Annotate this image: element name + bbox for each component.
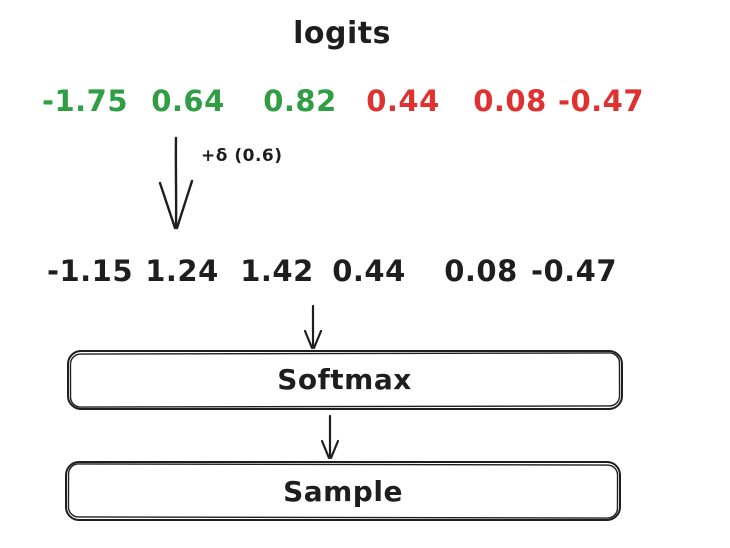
logit-value: 0.82 [263, 84, 337, 118]
logit-value: 0.08 [473, 84, 547, 118]
down-arrow-icon [303, 304, 323, 350]
softmax-box-label: Softmax [277, 362, 412, 396]
sample-box-label: Sample [283, 474, 403, 508]
delta-arrow-label: +δ (0.6) [201, 146, 283, 166]
delta-down-arrow-icon [158, 136, 194, 230]
logit-value: 0.44 [366, 84, 440, 118]
logit-value: -0.47 [557, 84, 645, 118]
diagram-title: logits [293, 16, 391, 51]
sample-box [65, 461, 621, 521]
down-arrow-icon [320, 414, 340, 460]
softmax-box [67, 350, 623, 410]
perturbed-value: 1.42 [240, 254, 314, 288]
perturbed-value: -1.15 [46, 254, 134, 288]
logit-value: 0.64 [151, 84, 225, 118]
perturbed-value: 0.44 [332, 254, 406, 288]
perturbed-value: 0.08 [444, 254, 518, 288]
perturbed-value: 1.24 [145, 254, 219, 288]
logit-value: -1.75 [41, 84, 129, 118]
perturbed-value: -0.47 [530, 254, 618, 288]
